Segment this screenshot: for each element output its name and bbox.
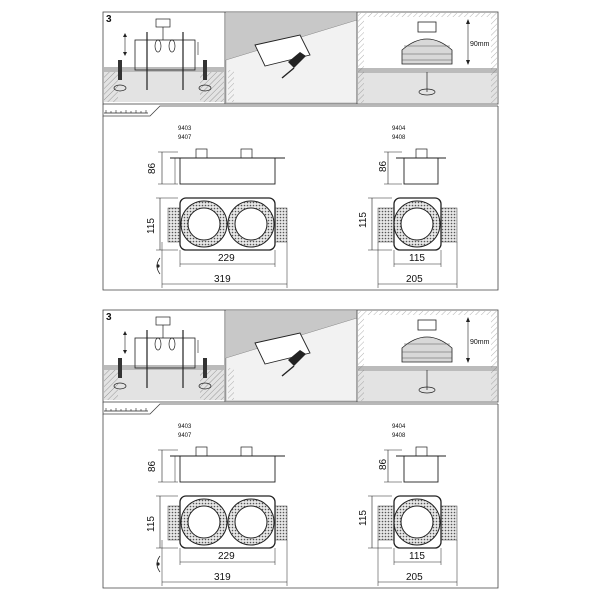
right-outer-width-dim: 205 xyxy=(406,572,423,583)
right-inner-width-dim: 115 xyxy=(409,551,425,562)
install-depth-label: 90mm xyxy=(470,41,490,48)
right-depth-dim: 115 xyxy=(358,510,369,526)
model-right-line2: 9408 xyxy=(392,433,406,439)
right-outer-width-dim: 205 xyxy=(406,274,423,285)
sheet-1-graphics xyxy=(102,11,499,291)
left-depth-dim: 115 xyxy=(146,218,157,234)
step-number: 3 xyxy=(106,312,112,323)
model-left-line2: 9407 xyxy=(178,433,192,439)
left-inner-width-dim: 229 xyxy=(218,253,235,264)
right-inner-width-dim: 115 xyxy=(409,253,425,264)
left-outer-width-dim: 319 xyxy=(214,572,231,583)
model-left-line1: 9403 xyxy=(178,424,192,430)
right-height-dim: 86 xyxy=(378,160,389,172)
model-right-line1: 9404 xyxy=(392,424,406,430)
left-height-dim: 86 xyxy=(147,162,158,174)
right-depth-dim: 115 xyxy=(358,212,369,228)
sheet-1-labels: 3 90mm 9403 9407 9404 9408 86 115 229 31… xyxy=(106,14,490,285)
left-depth-dim: 115 xyxy=(146,516,157,532)
right-height-dim: 86 xyxy=(378,458,389,470)
model-left-line1: 9403 xyxy=(178,126,192,132)
model-right-line2: 9408 xyxy=(392,135,406,141)
sheet-2-graphics xyxy=(102,309,499,589)
install-depth-label: 90mm xyxy=(470,339,490,346)
model-right-line1: 9404 xyxy=(392,126,406,132)
model-left-line2: 9407 xyxy=(178,135,192,141)
step-number: 3 xyxy=(106,14,112,25)
sheet-2-labels: 3 90mm 9403 9407 9404 9408 86 115 229 31… xyxy=(106,312,490,583)
left-height-dim: 86 xyxy=(147,460,158,472)
left-inner-width-dim: 229 xyxy=(218,551,235,562)
left-outer-width-dim: 319 xyxy=(214,274,231,285)
